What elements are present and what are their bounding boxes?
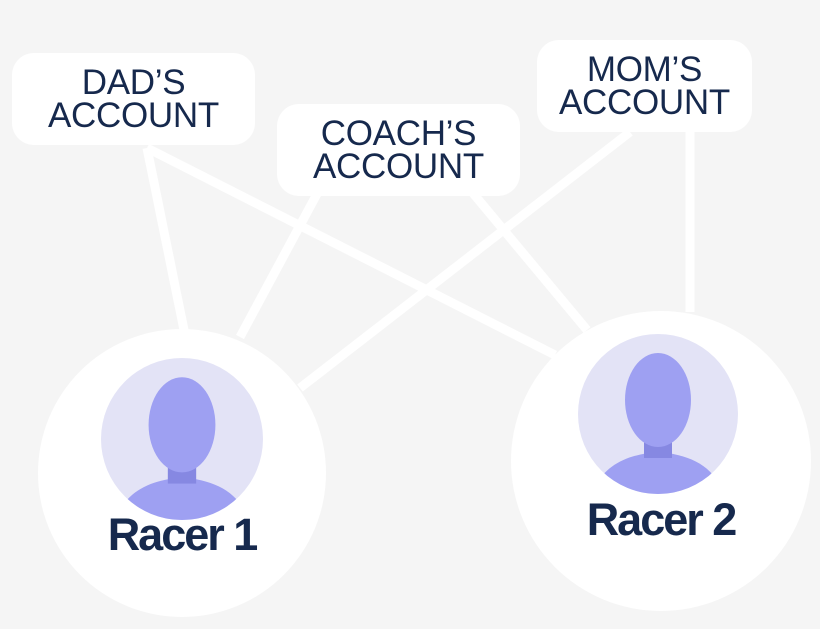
link-coach-racer1 xyxy=(236,189,322,340)
dads-account-label: DAD’S ACCOUNT xyxy=(48,63,219,135)
moms-account-label: MOM’S ACCOUNT xyxy=(559,50,730,122)
user-avatar-icon xyxy=(578,334,738,494)
racer-2-label: Racer 2 xyxy=(586,494,738,545)
coachs-account-node: COACH’S ACCOUNT xyxy=(277,104,520,196)
link-mom-racer1 xyxy=(297,128,633,392)
racer-1-node: Racer 1 xyxy=(38,329,326,617)
coachs-account-label: COACH’S ACCOUNT xyxy=(313,114,484,186)
dads-account-node: DAD’S ACCOUNT xyxy=(12,53,255,145)
moms-account-node: MOM’S ACCOUNT xyxy=(537,40,752,132)
racer-1-label: Racer 1 xyxy=(107,509,259,560)
user-avatar-icon xyxy=(101,358,263,520)
link-coach-racer2 xyxy=(468,189,591,333)
racer-2-node: Racer 2 xyxy=(511,311,811,611)
link-dad-racer1 xyxy=(142,147,189,331)
link-dad-racer2 xyxy=(144,143,558,360)
